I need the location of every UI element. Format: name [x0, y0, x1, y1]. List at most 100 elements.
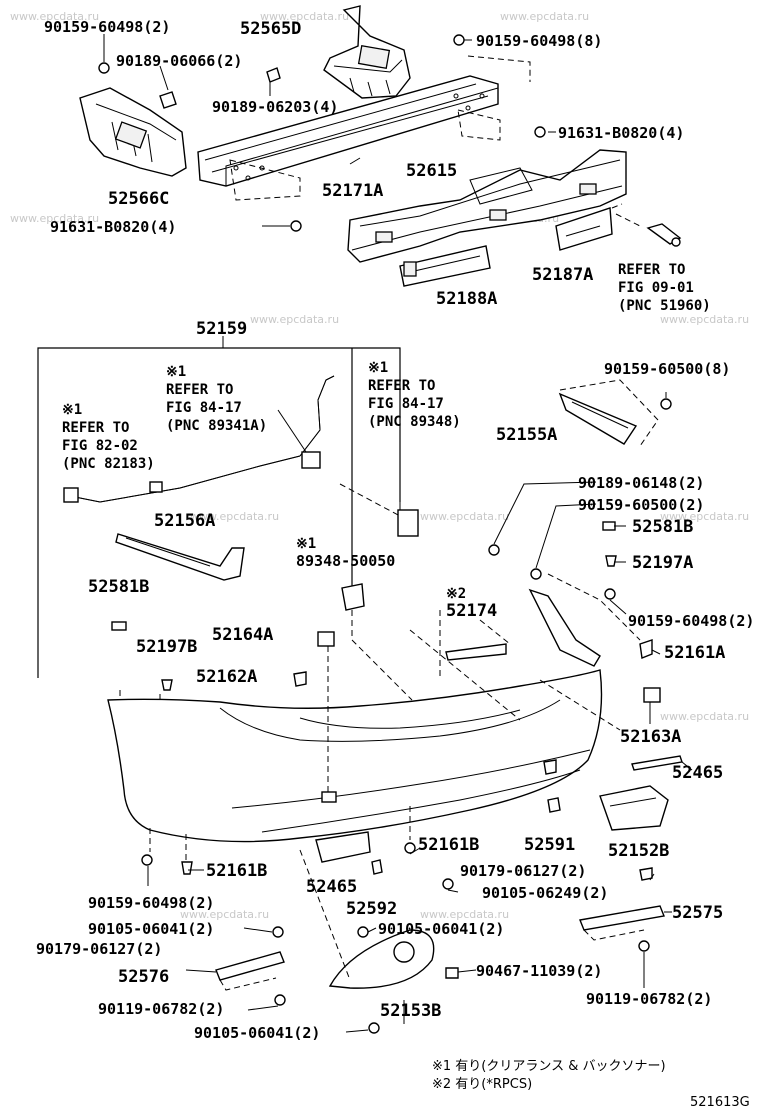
part-number-label[interactable]: 52155A	[496, 425, 557, 445]
part-number-label[interactable]: 52152B	[608, 841, 669, 861]
watermark: www.epcdata.ru	[420, 510, 509, 523]
absorber-52188a-drawing	[399, 245, 491, 287]
refer-note-line: ※1	[166, 364, 186, 380]
part-number-label[interactable]: 90159-60498(2)	[628, 612, 754, 630]
refer-note-line: REFER TO	[618, 262, 685, 278]
wire-harness-drawing	[63, 375, 335, 503]
part-number-label[interactable]: 52465	[672, 763, 723, 783]
watermark: www.epcdata.ru	[260, 10, 349, 23]
part-number-label[interactable]: 52592	[346, 899, 397, 919]
refer-note-line: FIG 84-17	[166, 400, 242, 416]
watermark: www.epcdata.ru	[180, 908, 269, 921]
footnote-1: ※1 有り(クリアランス & バックソナー)	[432, 1059, 666, 1074]
part-number-label[interactable]: 90159-60498(8)	[476, 32, 602, 50]
watermark: www.epcdata.ru	[10, 212, 99, 225]
leader-lines	[103, 34, 693, 1033]
part-number-label[interactable]: 90119-06782(2)	[98, 1000, 224, 1018]
bracket-52565d-drawing	[266, 5, 465, 99]
part-number-label[interactable]: 52465	[306, 877, 357, 897]
assembly-52159-frame	[37, 336, 401, 678]
part-number-label[interactable]: 52188A	[436, 289, 497, 309]
part-number-label[interactable]: 90467-11039(2)	[476, 962, 602, 980]
part-number-label[interactable]: 52161A	[664, 643, 725, 663]
watermark: www.epcdata.ru	[420, 908, 509, 921]
part-number-label[interactable]: 52197A	[632, 553, 693, 573]
part-number-label[interactable]: 52153B	[380, 1001, 441, 1021]
part-number-label[interactable]: 89348-50050	[296, 552, 395, 570]
part-number-label[interactable]: 90189-06066(2)	[116, 52, 242, 70]
watermark: www.epcdata.ru	[500, 10, 589, 23]
refer-note-line: (PNC 51960)	[618, 298, 711, 314]
part-number-label[interactable]: 52575	[672, 903, 723, 923]
refer-note-line: REFER TO	[62, 420, 129, 436]
part-number-label[interactable]: 52161B	[418, 835, 479, 855]
refer-note-line: FIG 09-01	[618, 280, 694, 296]
part-number-label[interactable]: 52581B	[632, 517, 693, 537]
part-number-label[interactable]: 52576	[118, 967, 169, 987]
refer-note-line: ※1	[296, 536, 316, 552]
footnotes: ※1 有り(クリアランス & バックソナー) ※2 有り(*RPCS) 5216…	[432, 1059, 750, 1110]
retainer-52156a-drawing	[115, 533, 245, 581]
part-number-label[interactable]: 52566C	[108, 189, 169, 209]
refer-note-line: ※1	[368, 360, 388, 376]
figure-code: 521613G	[690, 1095, 750, 1110]
watermark: www.epcdata.ru	[660, 313, 749, 326]
part-number-label[interactable]: 52159	[196, 319, 247, 339]
reinforcement-52171a-drawing	[197, 55, 546, 232]
bracket-52566c-drawing	[79, 62, 187, 177]
retainer-52155a-drawing	[558, 379, 672, 447]
part-number-label[interactable]: 90159-60500(8)	[604, 360, 730, 378]
part-number-label[interactable]: 90159-60498(2)	[44, 18, 170, 36]
part-number-label[interactable]: 90189-06203(4)	[212, 98, 338, 116]
part-number-label[interactable]: 52161B	[206, 861, 267, 881]
lower-brackets-drawing	[141, 842, 665, 1034]
part-number-label[interactable]: 91631-B0820(4)	[558, 124, 684, 142]
watermark: www.epcdata.ru	[10, 10, 99, 23]
part-number-label[interactable]: 52197B	[136, 637, 197, 657]
footnote-2: ※2 有り(*RPCS)	[432, 1077, 532, 1092]
refer-note-line: FIG 82-02	[62, 438, 138, 454]
part-number-label[interactable]: 52581B	[88, 577, 149, 597]
sensor-drawing	[339, 434, 419, 701]
refer-note-line: (PNC 89341A)	[166, 418, 267, 434]
absorber-52615-drawing	[347, 149, 627, 263]
part-number-label[interactable]: 90159-60500(2)	[578, 496, 704, 514]
part-number-label[interactable]: 52591	[524, 835, 575, 855]
part-number-label[interactable]: 90179-06127(2)	[36, 940, 162, 958]
refer-note-line: (PNC 89348)	[368, 414, 461, 430]
refer-note-line: ※2	[446, 586, 466, 602]
part-number-label[interactable]: 52163A	[620, 727, 681, 747]
part-number-label[interactable]: 91631-B0820(4)	[50, 218, 176, 236]
part-number-label[interactable]: 52615	[406, 161, 457, 181]
part-number-label[interactable]: 90105-06041(2)	[88, 920, 214, 938]
part-number-label[interactable]: 52187A	[532, 265, 593, 285]
part-number-label[interactable]: 90105-06249(2)	[482, 884, 608, 902]
refer-note-line: REFER TO	[368, 378, 435, 394]
part-number-label[interactable]: 90105-06041(2)	[194, 1024, 320, 1042]
bumper-cover-drawing	[107, 573, 683, 875]
absorber-52187a-drawing	[555, 203, 682, 251]
part-number-label[interactable]: 90189-06148(2)	[578, 474, 704, 492]
watermark: www.epcdata.ru	[250, 313, 339, 326]
part-number-label[interactable]: 90119-06782(2)	[586, 990, 712, 1008]
part-number-label[interactable]: 90105-06041(2)	[378, 920, 504, 938]
part-labels: 90159-60498(2) 52565D 90159-60498(8) 901…	[36, 18, 754, 1042]
part-number-label[interactable]: 52164A	[212, 625, 273, 645]
refer-note-line: (PNC 82183)	[62, 456, 155, 472]
clips-drawing	[111, 521, 661, 703]
watermark: www.epcdata.ru	[190, 510, 279, 523]
watermark: www.epcdata.ru	[660, 710, 749, 723]
part-number-label[interactable]: 52162A	[196, 667, 257, 687]
reference-notes: REFER TO FIG 09-01 (PNC 51960) ※1 REFER …	[62, 262, 711, 602]
part-number-label[interactable]: 52171A	[322, 181, 383, 201]
watermark: www.epcdata.ru	[660, 510, 749, 523]
part-number-label[interactable]: 52174	[446, 601, 497, 621]
part-number-label[interactable]: 52565D	[240, 19, 301, 39]
refer-note-line: ※1	[62, 402, 82, 418]
refer-note-line: REFER TO	[166, 382, 233, 398]
part-number-label[interactable]: 52156A	[154, 511, 215, 531]
part-number-label[interactable]: 90179-06127(2)	[460, 862, 586, 880]
refer-note-line: FIG 84-17	[368, 396, 444, 412]
part-number-label[interactable]: 90159-60498(2)	[88, 894, 214, 912]
